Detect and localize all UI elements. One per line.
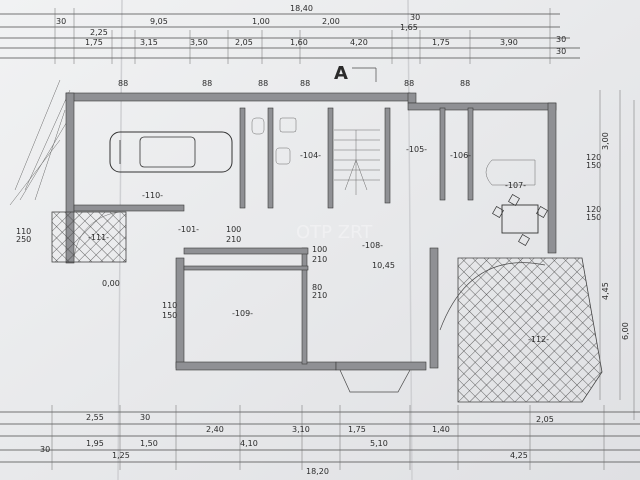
level-mark: 10,45 [372, 261, 395, 270]
right-dimension-lines [599, 90, 635, 420]
room-label-107: -107- [505, 181, 526, 190]
top-total-dim: 18,40 [290, 4, 313, 13]
opening-label: 88 [404, 79, 414, 88]
opening-label: 150 [162, 311, 177, 320]
right-dim-label: 4,45 [601, 282, 610, 300]
top-dim-label: 3,15 [140, 38, 158, 47]
opening-label: 100 [226, 225, 241, 234]
bay-window [339, 369, 411, 393]
top-dim-label: 3,90 [500, 38, 518, 47]
opening-label: 120 [586, 205, 601, 214]
opening-label: 150 [586, 161, 601, 170]
bottom-dim-label: 1,50 [140, 439, 158, 448]
opening-label: 88 [460, 79, 470, 88]
top-dim-label: 1,60 [290, 38, 308, 47]
car-symbol [109, 131, 233, 173]
top-dim-label: 2,25 [90, 28, 108, 37]
opening-label: 100 [312, 245, 327, 254]
opening-label: 80 [312, 283, 322, 292]
section-marker: A [334, 63, 348, 84]
top-dim-label: 1,65 [400, 23, 418, 32]
opening-label: 150 [586, 213, 601, 222]
interior-stairs [334, 129, 380, 195]
kitchen-counter [485, 159, 536, 186]
bottom-dim-label: 2,55 [86, 413, 104, 422]
top-dim-label: 9,05 [150, 17, 168, 26]
opening-label: 120 [586, 153, 601, 162]
room-label-111: -111- [88, 233, 109, 242]
terrace-right [457, 257, 603, 403]
room-label-112: -112- [528, 335, 549, 344]
bottom-dim-label: 4,10 [240, 439, 258, 448]
dining-table [492, 194, 548, 246]
level-mark: 0,00 [102, 279, 120, 288]
top-dim-label: 30 [410, 13, 420, 22]
room-label-106: -106- [450, 151, 471, 160]
terrace-curve [439, 262, 546, 331]
opening-label: 250 [16, 235, 31, 244]
opening-label: 210 [312, 291, 327, 300]
bottom-dim-label: 5,10 [370, 439, 388, 448]
bottom-dim-label: 3,10 [292, 425, 310, 434]
bottom-dim-label: 1,25 [112, 451, 130, 460]
bottom-dim-label: 1,75 [348, 425, 366, 434]
room-label-108: -108- [362, 241, 383, 250]
room-label-109: -109- [232, 309, 253, 318]
right-dim-label: 3,00 [601, 132, 610, 150]
bottom-dim-label: 1,40 [432, 425, 450, 434]
top-dim-label: 3,50 [190, 38, 208, 47]
paper-fold [407, 0, 413, 480]
top-dim-label: 30 [56, 17, 66, 26]
top-dim-label: 30 [556, 35, 566, 44]
bottom-dim-label: 2,40 [206, 425, 224, 434]
opening-label: 210 [312, 255, 327, 264]
top-dim-label: 2,05 [235, 38, 253, 47]
opening-label: 88 [202, 79, 212, 88]
bottom-dim-label: 4,25 [510, 451, 528, 460]
entrance-stairs [9, 79, 71, 206]
toilet-fixture [251, 117, 265, 135]
top-dim-label: 1,00 [252, 17, 270, 26]
door-swing [73, 211, 125, 263]
bottom-dim-label: 30 [140, 413, 150, 422]
bottom-dim-label: 30 [40, 445, 50, 454]
building-walls [65, 92, 557, 371]
room-label-101: -101- [178, 225, 199, 234]
opening-label: 88 [118, 79, 128, 88]
room-label-110: -110- [142, 191, 163, 200]
right-dim-label: 6,00 [621, 322, 630, 340]
opening-label: 210 [226, 235, 241, 244]
top-dim-label: 4,20 [350, 38, 368, 47]
bottom-dimension-lines [0, 405, 640, 470]
bottom-total-dim: 18,20 [306, 467, 329, 476]
top-dim-label: 30 [556, 47, 566, 56]
bottom-dim-label: 2,05 [536, 415, 554, 424]
top-dim-label: 1,75 [85, 38, 103, 47]
bottom-dim-label: 1,95 [86, 439, 104, 448]
top-dim-label: 1,75 [432, 38, 450, 47]
top-dimension-lines [0, 8, 580, 64]
sink-fixture [275, 147, 291, 165]
terrace-left [51, 211, 127, 263]
top-dim-label: 2,00 [322, 17, 340, 26]
sink-fixture [279, 117, 297, 133]
watermark: OTP ZRT [296, 222, 373, 243]
room-label-105: -105- [406, 145, 427, 154]
opening-label: 110 [16, 227, 31, 236]
opening-label: 88 [300, 79, 310, 88]
room-label-104: -104- [300, 151, 321, 160]
opening-label: 110 [162, 301, 177, 310]
opening-label: 88 [258, 79, 268, 88]
